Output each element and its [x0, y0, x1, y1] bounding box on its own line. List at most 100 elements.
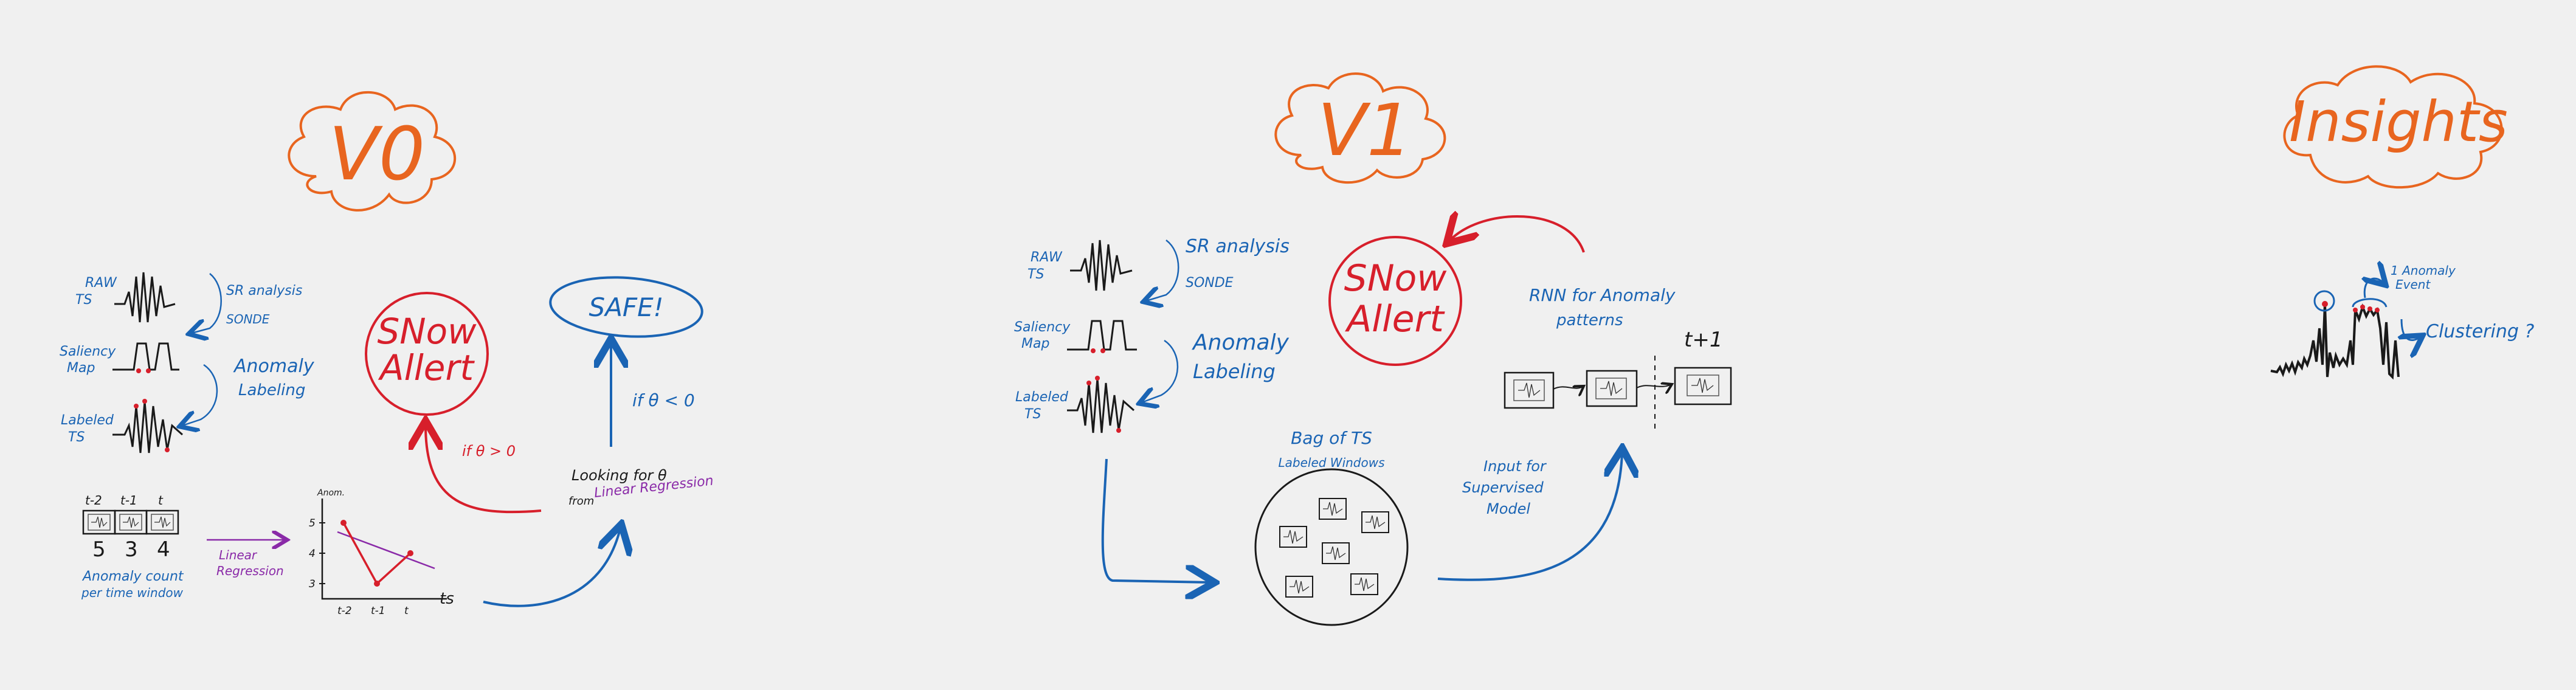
v1-raw-label-1: RAW — [1031, 250, 1063, 265]
v0-safe-text: SAFE! — [589, 292, 664, 322]
insights-anomaly-dot — [2353, 308, 2358, 312]
insights-section: Insights 1 Anomaly Event Clustering ? — [2270, 65, 2534, 380]
v1-sr-analysis: SR analysis — [1186, 236, 1290, 257]
v0-cond-lt: if θ < 0 — [632, 390, 695, 410]
v1-labeled-dot — [1116, 428, 1121, 433]
v0-snow-alert-circle — [365, 292, 489, 416]
chart-axes — [321, 499, 447, 600]
v1-sr-brace — [1146, 239, 1179, 301]
v1-raw-ts-wave — [1070, 240, 1133, 291]
v0-to-lr-arrow — [483, 529, 620, 607]
v0-labeled-dot — [134, 404, 139, 409]
chart-point — [340, 520, 347, 526]
chart-regression-line — [337, 531, 435, 570]
insights-event: Event — [2395, 277, 2431, 292]
v0-saliency-dot — [146, 368, 151, 373]
v1-snow-alert-circle — [1328, 236, 1462, 366]
insights-one-anomaly: 1 Anomaly — [2391, 263, 2456, 278]
v1-bag-title: Bag of TS — [1291, 428, 1372, 448]
v0-allert-text: Allert — [378, 347, 475, 388]
v1-raw-label-2: TS — [1027, 267, 1044, 282]
chart-series-line — [342, 522, 412, 585]
v0-cloud — [288, 91, 457, 212]
v0-alert-arrow — [426, 426, 542, 514]
v1-model: Model — [1487, 500, 1530, 517]
v1-labeled-label-1: Labeled — [1015, 390, 1069, 405]
v0-labeled-ts-wave — [112, 401, 183, 454]
v0-title: V0 — [329, 112, 425, 197]
chart-ytick: 5 — [309, 517, 316, 530]
insights-cloud — [2283, 65, 2503, 189]
chart-xtick: t — [404, 605, 409, 617]
v1-labeled-ts-wave — [1067, 378, 1134, 433]
v0-window-boxes — [82, 509, 179, 535]
v1-saliency-wave — [1067, 320, 1137, 351]
chart-point — [374, 581, 380, 587]
v0-lr-label-2: Regression — [216, 564, 284, 578]
v0-saliency-label-1: Saliency — [60, 344, 116, 359]
chart-point — [407, 550, 413, 556]
v0-looking-for: Looking for θ — [571, 467, 667, 484]
v0-lr-label-1: Linear — [219, 548, 258, 562]
insights-anomaly-dot — [2322, 301, 2328, 307]
v0-labeling-brace — [182, 364, 218, 426]
insights-event-arrow — [2364, 278, 2383, 298]
v0-saliency-wave — [112, 342, 179, 371]
v0-labeled-dot — [142, 399, 147, 404]
v1-to-bag-arrow — [1101, 458, 1210, 582]
insights-title: Insights — [2289, 89, 2508, 154]
v1-input-for: Input for — [1483, 458, 1547, 475]
v1-labeled-label-2: TS — [1024, 407, 1041, 422]
v1-sonde: SONDE — [1186, 275, 1234, 291]
insights-anomaly-dot — [2360, 305, 2365, 309]
v1-saliency-label-2: Map — [1021, 336, 1049, 351]
v1-t-plus-1: t+1 — [1684, 328, 1722, 352]
v1-saliency-dot — [1100, 348, 1105, 353]
v0-count: 4 — [157, 537, 170, 562]
v1-cloud — [1274, 72, 1446, 184]
v1-labeling-label: Labeling — [1193, 360, 1276, 383]
v1-to-rnn-arrow — [1437, 453, 1622, 581]
insights-anomaly-dot — [2367, 306, 2372, 311]
v1-rnn-cells — [1504, 356, 1732, 432]
v1-bag-circle — [1254, 468, 1409, 626]
v0-saliency-dot — [136, 368, 141, 373]
v0-time-label: t-2 — [85, 493, 102, 508]
v0-time-label: t — [158, 493, 164, 508]
v1-allert-text: Allert — [1344, 298, 1445, 340]
v0-count: 5 — [92, 537, 106, 562]
v0-raw-label-2: TS — [75, 292, 92, 308]
v1-saliency-label-1: Saliency — [1014, 320, 1071, 335]
v0-time-label: t-1 — [120, 493, 137, 508]
v0-labeled-dot — [165, 447, 170, 452]
v0-count: 3 — [125, 537, 138, 562]
insights-cluster-loop — [2352, 298, 2388, 308]
chart-xlabel: ts — [440, 590, 454, 608]
chart-ylabel: Anom. — [317, 488, 345, 498]
chart-xtick: t-2 — [337, 605, 352, 617]
v1-supervised: Supervised — [1462, 479, 1544, 496]
v1-snow-text: SNow — [1344, 257, 1448, 300]
v1-bag-windows — [1279, 498, 1389, 598]
v0-count-caption-1: Anomaly count — [81, 569, 184, 584]
v0-raw-ts-wave — [114, 272, 176, 323]
v0-saliency-label-2: Map — [67, 361, 95, 376]
v1-section: V1 RAW TS SR analysis SONDE Saliency Map… — [1014, 72, 1732, 626]
v0-section: V0 RAW TS SR analysis SONDE Saliency Map… — [60, 91, 714, 617]
v0-anomaly-label: Anomaly — [233, 356, 315, 377]
v1-anomaly-label: Anomaly — [1192, 330, 1290, 355]
v1-alert-arrow — [1450, 216, 1585, 253]
v0-raw-label-1: RAW — [85, 275, 117, 291]
insights-anomaly-dot — [2375, 308, 2380, 312]
v1-labeled-dot — [1086, 381, 1091, 385]
chart-ytick: 3 — [309, 578, 316, 590]
v0-looking-from: from — [568, 495, 594, 508]
v1-rnn-title: RNN for Anomaly — [1529, 285, 1676, 305]
v1-title: V1 — [1317, 88, 1412, 172]
v0-labeled-label-2: TS — [68, 430, 85, 445]
v0-sonde: SONDE — [226, 312, 270, 326]
insights-clustering: Clustering ? — [2426, 321, 2534, 342]
v0-labeled-label-1: Labeled — [61, 413, 114, 428]
